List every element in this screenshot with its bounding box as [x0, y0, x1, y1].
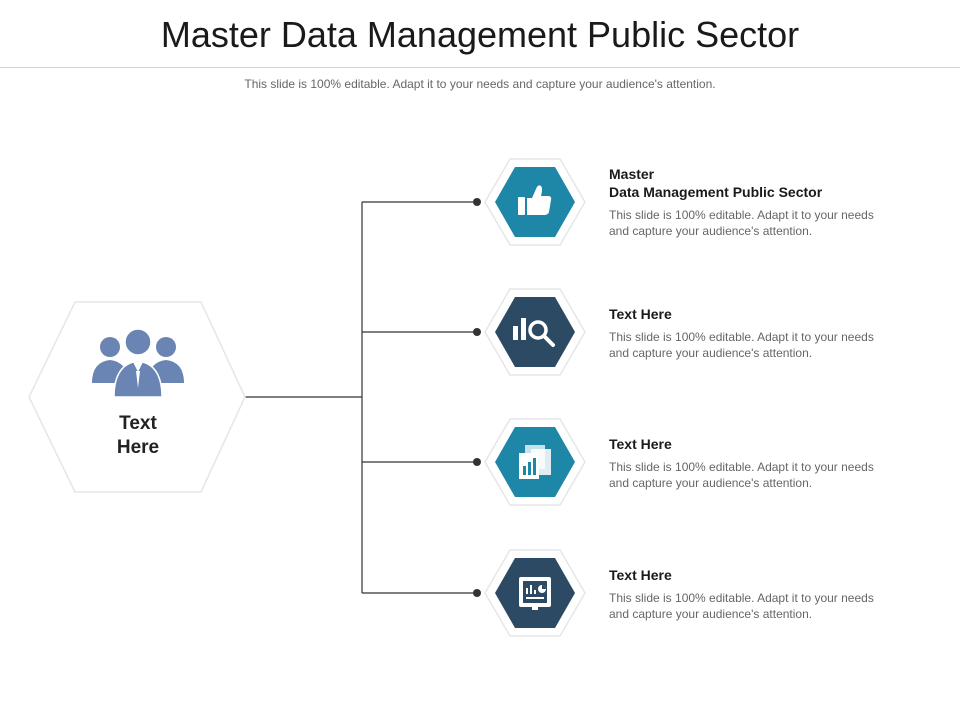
- item-hexagon-4: [484, 549, 586, 637]
- list-item: Text Here This slide is 100% editable. A…: [609, 435, 919, 491]
- slide-title: Master Data Management Public Sector: [160, 14, 800, 55]
- item-description-line-1: This slide is 100% editable. Adapt it to…: [609, 330, 874, 344]
- chart-search-icon: [513, 318, 555, 347]
- item-hexagon-3: [484, 418, 586, 506]
- list-item: Master Data Management Public Sector Thi…: [609, 165, 919, 239]
- item-heading-line-1: Text Here: [609, 436, 672, 452]
- item-description-line-2: and capture your audience's attention.: [609, 224, 813, 238]
- item-hexagon-2: [484, 288, 586, 376]
- people-group-icon: [92, 328, 184, 398]
- connector-dot-1: [473, 198, 481, 206]
- thumbs-up-icon: [518, 185, 552, 215]
- connector-dot-2: [473, 328, 481, 336]
- list-item: Text Here This slide is 100% editable. A…: [609, 566, 919, 622]
- item-description-line-1: This slide is 100% editable. Adapt it to…: [609, 591, 874, 605]
- report-monitor-icon: [519, 577, 551, 610]
- connector-dot-4: [473, 589, 481, 597]
- hub-label: Text Here: [88, 412, 188, 460]
- item-heading: Master Data Management Public Sector: [609, 165, 919, 201]
- item-heading: Text Here: [609, 435, 919, 453]
- item-heading-line-1: Text Here: [609, 567, 672, 583]
- item-hexagon-1: [484, 158, 586, 246]
- hub-label-line-1: Text: [119, 413, 157, 434]
- item-description-line-1: This slide is 100% editable. Adapt it to…: [609, 460, 874, 474]
- item-heading-line-1: Text Here: [609, 306, 672, 322]
- hub-label-line-2: Here: [116, 437, 160, 458]
- documents-chart-icon: [519, 445, 551, 479]
- item-description-line-2: and capture your audience's attention.: [609, 607, 813, 621]
- item-description: This slide is 100% editable. Adapt it to…: [609, 590, 919, 622]
- item-heading-line-2: Data Management Public Sector: [609, 184, 823, 200]
- connector-dots: [473, 198, 481, 597]
- connector-dot-3: [473, 458, 481, 466]
- item-description: This slide is 100% editable. Adapt it to…: [609, 329, 919, 361]
- item-description: This slide is 100% editable. Adapt it to…: [609, 207, 919, 239]
- item-description-line-2: and capture your audience's attention.: [609, 346, 813, 360]
- item-description-line-1: This slide is 100% editable. Adapt it to…: [609, 208, 874, 222]
- list-item: Text Here This slide is 100% editable. A…: [609, 305, 919, 361]
- item-heading: Text Here: [609, 305, 919, 323]
- title-divider: [0, 67, 960, 68]
- item-description: This slide is 100% editable. Adapt it to…: [609, 459, 919, 491]
- item-description-line-2: and capture your audience's attention.: [609, 476, 813, 490]
- connector-lines: [245, 201, 477, 594]
- slide-subtitle: This slide is 100% editable. Adapt it to…: [244, 77, 716, 91]
- item-heading: Text Here: [609, 566, 919, 584]
- item-heading-line-1: Master: [609, 166, 655, 182]
- hub-hexagon: [28, 301, 246, 493]
